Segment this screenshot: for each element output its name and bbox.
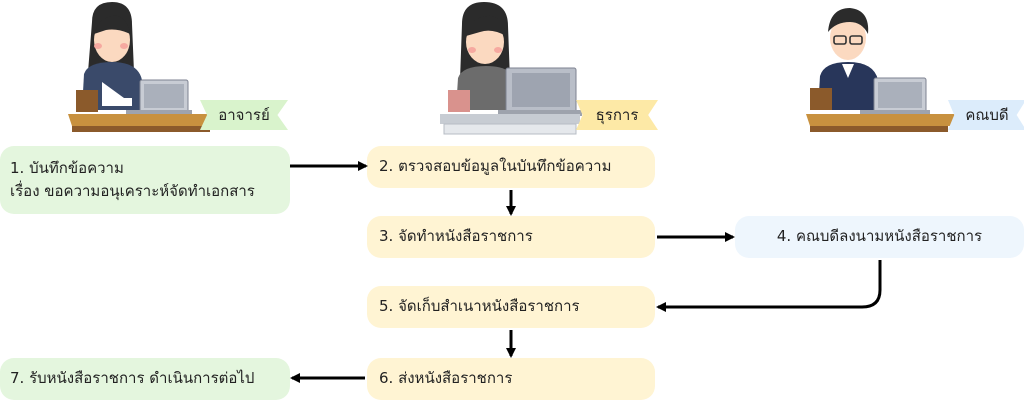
step-6-box: 6. ส่งหนังสือราชการ bbox=[367, 358, 655, 400]
step-2-label: 2. ตรวจสอบข้อมูลในบันทึกข้อความ bbox=[379, 157, 612, 176]
dean-at-laptop-icon bbox=[806, 8, 956, 132]
role-label-dean: คณบดี bbox=[948, 100, 1024, 130]
step-3-box: 3. จัดทำหนังสือราชการ bbox=[367, 216, 655, 258]
step-4-box: 4. คณบดีลงนามหนังสือราชการ bbox=[735, 216, 1024, 258]
step-5-box: 5. จัดเก็บสำเนาหนังสือราชการ bbox=[367, 286, 655, 328]
step-4-label: 4. คณบดีลงนามหนังสือราชการ bbox=[776, 227, 983, 246]
staff-at-laptop-icon bbox=[440, 2, 582, 135]
arrow-4-to-5 bbox=[656, 260, 882, 312]
step-2-box: 2. ตรวจสอบข้อมูลในบันทึกข้อความ bbox=[367, 146, 655, 188]
step-3-label: 3. จัดทำหนังสือราชการ bbox=[379, 227, 533, 246]
step-7-box: 7. รับหนังสือราชการ ดำเนินการต่อไป bbox=[0, 358, 290, 400]
role-label-staff: ธุรการ bbox=[576, 100, 658, 130]
step-6-label: 6. ส่งหนังสือราชการ bbox=[379, 369, 513, 388]
step-1-label: 1. บันทึกข้อความ เรื่อง ขอความอนุเคราะห์… bbox=[10, 158, 255, 200]
step-5-label: 5. จัดเก็บสำเนาหนังสือราชการ bbox=[379, 297, 580, 316]
role-label-teacher: อาจารย์ bbox=[200, 100, 288, 130]
step-1-box: 1. บันทึกข้อความ เรื่อง ขอความอนุเคราะห์… bbox=[0, 146, 290, 214]
step-7-label: 7. รับหนังสือราชการ ดำเนินการต่อไป bbox=[10, 369, 255, 388]
teacher-at-laptop-icon bbox=[68, 2, 218, 132]
